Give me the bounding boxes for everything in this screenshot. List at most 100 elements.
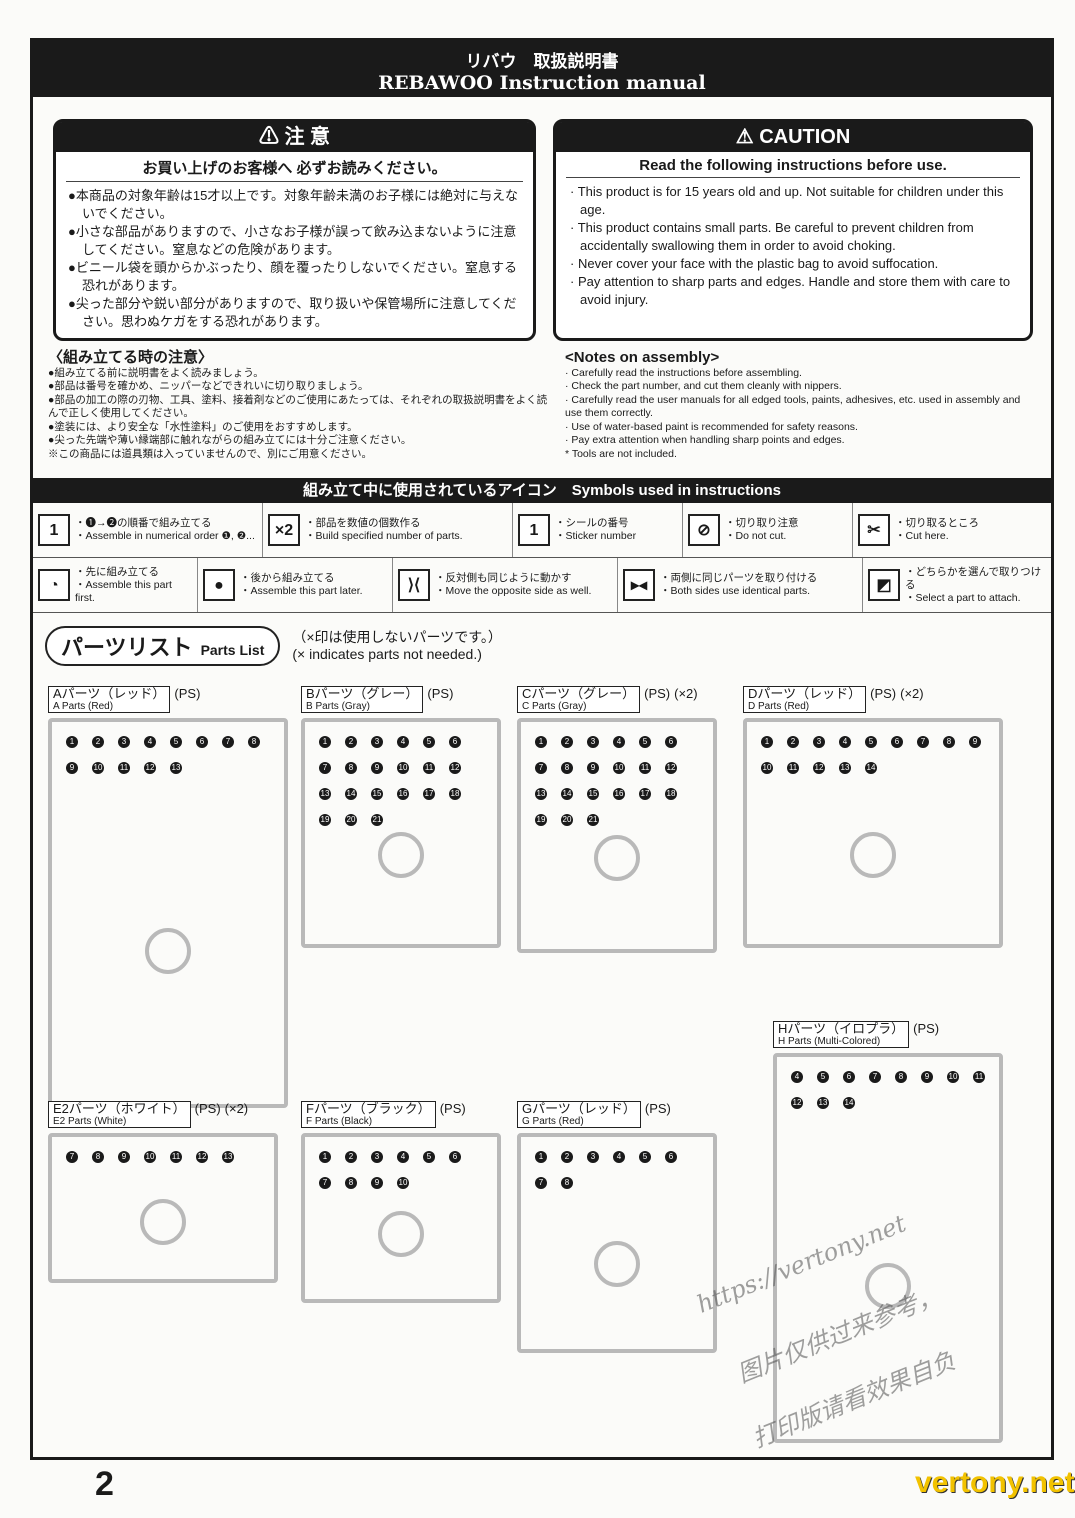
symbol-do-not-cut: ⊘・切り取り注意・Do not cut. <box>683 503 853 557</box>
sprue-material: (PS) <box>174 686 201 701</box>
part-number: 6 <box>891 736 903 748</box>
part-number: 8 <box>561 762 573 774</box>
part-number: 2 <box>561 736 573 748</box>
symbol-label-jp: ・部品を数値の個数作る <box>305 517 421 529</box>
sprue-label-jp: Fパーツ（ブラック） <box>306 1101 431 1116</box>
part-number: 6 <box>449 1151 461 1163</box>
part-number: 2 <box>345 736 357 748</box>
part-number: 7 <box>222 736 234 748</box>
part-number: 6 <box>449 736 461 748</box>
caution-item: 尖った部分や鋭い部分がありますので、取り扱いや保管場所に注意してください。思わぬ… <box>68 295 521 331</box>
sprue-label-jp: Cパーツ（グレー） <box>522 686 636 701</box>
part-number: 10 <box>761 762 773 774</box>
symbol-label-en: ・Move the opposite side as well. <box>435 585 592 597</box>
caution-title-en: ⚠ CAUTION <box>556 122 1030 152</box>
part-number: 3 <box>813 736 825 748</box>
notes-title-jp: 〈組み立てる時の注意〉 <box>48 349 214 366</box>
mirror-move-icon: ⟩⟨ <box>398 569 430 601</box>
part-number: 2 <box>787 736 799 748</box>
symbol-mirror-move: ⟩⟨・反対側も同じように動かす・Move the opposite side a… <box>393 558 618 612</box>
part-number: 1 <box>319 1151 331 1163</box>
part-number: 7 <box>917 736 929 748</box>
assemble-later-icon: ● <box>203 569 235 601</box>
assembly-notes-jp: 〈組み立てる時の注意〉 ●組み立てる前に説明書をよく読みましょう。 ●部品は番号… <box>48 349 548 461</box>
assembly-notes-en: <Notes on assembly> · Carefully read the… <box>565 350 1035 461</box>
part-number: 9 <box>587 762 599 774</box>
title-jp: リバウ 取扱説明書 <box>465 52 619 72</box>
part-number: 4 <box>613 1151 625 1163</box>
parts-list-title-jp: パーツリスト <box>61 635 193 660</box>
note-item: ●部品の加工の際の刃物、工具、塗料、接着剤などのご使用にあたっては、それぞれの取… <box>48 393 548 420</box>
sprue-material: (PS) <box>194 1101 221 1116</box>
title-bar: リバウ 取扱説明書 REBAWOO Instruction manual <box>33 41 1051 97</box>
symbols-row-2: ◔・先に組み立てる・Assemble this part first.●・後から… <box>33 558 1051 613</box>
sprue-label-jp: Aパーツ（レッド） <box>53 686 166 701</box>
symbol-label-en: ・Both sides use identical parts. <box>660 585 810 597</box>
part-number: 9 <box>371 1177 383 1189</box>
part-number: 2 <box>345 1151 357 1163</box>
part-number: 6 <box>665 1151 677 1163</box>
sprue-material: (PS) <box>427 686 454 701</box>
part-number: 1 <box>761 736 773 748</box>
part-number: 21 <box>587 814 599 826</box>
part-number: 10 <box>397 1177 409 1189</box>
sticker-icon: 1 <box>518 514 550 546</box>
nipper-icon: ✂ <box>858 514 890 546</box>
part-number: 8 <box>895 1071 907 1083</box>
part-number: 4 <box>839 736 851 748</box>
sprue-label-jp: Hパーツ（イロプラ） <box>778 1021 905 1036</box>
part-number: 5 <box>423 736 435 748</box>
part-number: 18 <box>449 788 461 800</box>
sprue-label-en: E2 Parts (White) <box>53 1116 127 1127</box>
note-en: (× indicates parts not needed.) <box>292 646 482 662</box>
caution-item: Pay attention to sharp parts and edges. … <box>568 273 1018 309</box>
part-number: 3 <box>371 1151 383 1163</box>
sprue-label-jp: E2パーツ（ホワイト） <box>53 1101 186 1116</box>
note-item: · Use of water-based paint is recommende… <box>565 420 858 433</box>
part-number: 4 <box>613 736 625 748</box>
part-number: 13 <box>170 762 182 774</box>
part-number: 14 <box>561 788 573 800</box>
part-number: 13 <box>222 1151 234 1163</box>
part-number: 16 <box>613 788 625 800</box>
numbered-diamond-icon: 1 <box>38 514 70 546</box>
part-number: 13 <box>319 788 331 800</box>
symbol-assemble-later: ●・後から組み立てる・Assemble this part later. <box>198 558 393 612</box>
symbols-row-1: 1・❶→❷の順番で組み立てる・Assemble in numerical ord… <box>33 503 1051 558</box>
part-number: 11 <box>639 762 651 774</box>
part-number: 17 <box>423 788 435 800</box>
part-number: 4 <box>791 1071 803 1083</box>
sprue-label-en: D Parts (Red) <box>748 701 810 712</box>
part-number: 9 <box>66 762 78 774</box>
both-sides-icon: ▸◂ <box>623 569 655 601</box>
note-item: ●部品は番号を確かめ、ニッパーなどできれいに切り取りましょう。 <box>48 380 369 392</box>
symbol-select-part: ◩・どちらかを選んで取りつける・Select a part to attach. <box>863 558 1051 612</box>
sprue-label-en: H Parts (Multi-Colored) <box>778 1036 881 1047</box>
sprue-material: (PS) <box>439 1101 466 1116</box>
note-item: · Carefully read the user manuals for al… <box>565 393 1021 420</box>
part-number: 2 <box>561 1151 573 1163</box>
part-number: 11 <box>787 762 799 774</box>
parts-list-title-en: Parts List <box>200 642 265 658</box>
sprue-label: Aパーツ（レッド）A Parts (Red) <box>48 686 171 713</box>
part-number: 10 <box>92 762 104 774</box>
sprue-label-en: F Parts (Black) <box>306 1116 373 1127</box>
caution-item: 本商品の対象年齢は15才以上です。対象年齢未満のお子様には絶対に与えないでくださ… <box>68 187 521 223</box>
part-number: 14 <box>843 1097 855 1109</box>
part-number: 7 <box>535 762 547 774</box>
note-item: · Pay extra attention when handling shar… <box>565 434 845 446</box>
part-number: 12 <box>791 1097 803 1109</box>
symbols-title: 組み立て中に使用されているアイコン Symbols used in instru… <box>33 478 1051 503</box>
part-number: 7 <box>66 1151 78 1163</box>
symbol-sticker: 1・シールの番号・Sticker number <box>513 503 683 557</box>
part-number: 12 <box>196 1151 208 1163</box>
part-number: 9 <box>969 736 981 748</box>
part-number: 3 <box>371 736 383 748</box>
part-number: 11 <box>423 762 435 774</box>
part-number: 8 <box>561 1177 573 1189</box>
